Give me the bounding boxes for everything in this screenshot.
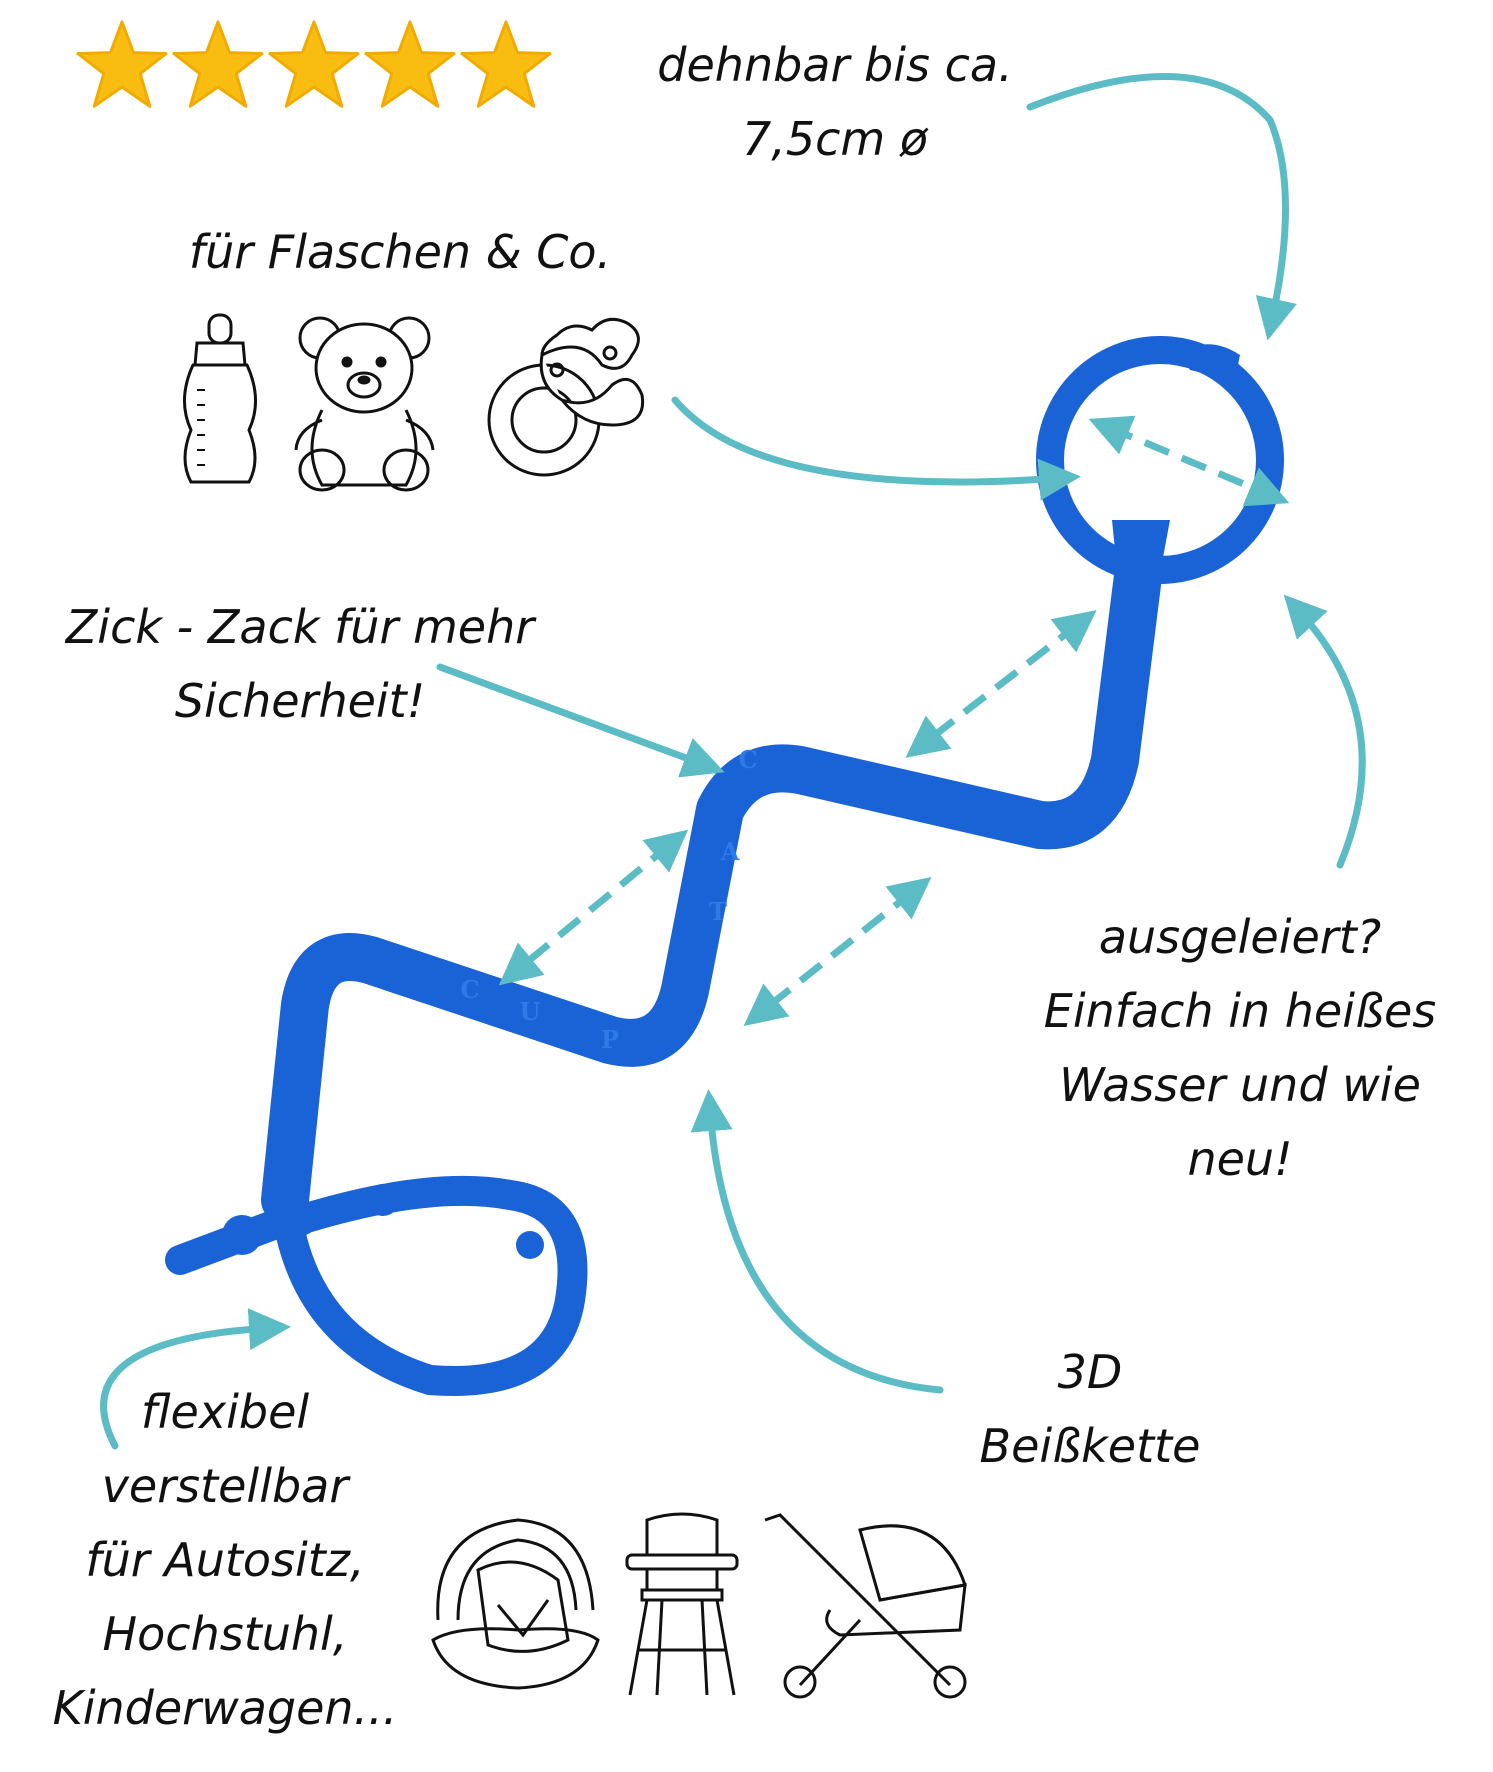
baby-car-seat-icon bbox=[431, 1518, 600, 1690]
label-line: Sicherheit! bbox=[174, 674, 426, 728]
teddy-bear-icon bbox=[294, 316, 435, 492]
label-line: Kinderwagen... bbox=[52, 1681, 398, 1735]
high-chair-icon bbox=[625, 1512, 739, 1696]
label-line: Beißkette bbox=[979, 1419, 1201, 1473]
baby-bottle-icon bbox=[182, 313, 258, 484]
star-icon bbox=[76, 20, 168, 108]
pacifier-icon bbox=[487, 317, 645, 477]
label-line: neu! bbox=[1187, 1132, 1293, 1186]
label-zigzag: Zick - Zack für mehr Sicherheit! bbox=[50, 590, 550, 738]
clip-strap: C A T C U P bbox=[165, 336, 1284, 1396]
label-line: Zick - Zack für mehr bbox=[65, 600, 535, 654]
label-line: Hochstuhl, bbox=[102, 1607, 348, 1661]
star-icon bbox=[268, 20, 360, 108]
label-heat: ausgeleiert? Einfach in heißes Wasser un… bbox=[1000, 900, 1480, 1196]
label-line: 7,5cm ø bbox=[741, 112, 929, 166]
embossed-letter: U bbox=[520, 997, 541, 1026]
embossed-letter: T bbox=[709, 897, 727, 926]
star-icon bbox=[460, 20, 552, 108]
star-icon bbox=[364, 20, 456, 108]
label-line: für Flaschen & Co. bbox=[188, 225, 612, 279]
star-icon bbox=[172, 20, 264, 108]
embossed-letter: A bbox=[720, 837, 740, 866]
callout-arrow-flexible bbox=[100, 1308, 291, 1450]
label-line: verstellbar bbox=[101, 1459, 349, 1513]
callout-arrow-bottles bbox=[671, 396, 1081, 501]
gap-arrow bbox=[743, 876, 932, 1027]
label-line: flexibel bbox=[140, 1385, 310, 1439]
label-flexible: flexibel verstellbar für Autositz, Hochs… bbox=[40, 1375, 410, 1745]
label-stretch: dehnbar bis ca. 7,5cm ø bbox=[585, 28, 1085, 176]
callout-arrow-zigzag bbox=[436, 663, 725, 778]
gap-arrow bbox=[905, 610, 1097, 758]
gap-arrow bbox=[498, 829, 689, 986]
label-line: Wasser und wie bbox=[1059, 1058, 1421, 1112]
diameter-arrow bbox=[1088, 415, 1290, 507]
embossed-letter: C bbox=[738, 745, 757, 774]
callout-arrow-heat bbox=[1283, 594, 1366, 869]
label-line: dehnbar bis ca. bbox=[657, 38, 1013, 92]
label-line: 3D bbox=[1057, 1345, 1123, 1399]
callout-arrow-stretch bbox=[1026, 72, 1297, 341]
label-teether: 3D Beißkette bbox=[930, 1335, 1250, 1483]
label-line: für Autositz, bbox=[85, 1533, 365, 1587]
stroller-icon bbox=[764, 1513, 967, 1699]
embossed-letter: C bbox=[460, 975, 479, 1004]
label-line: Einfach in heißes bbox=[1043, 984, 1437, 1038]
embossed-letter: P bbox=[601, 1025, 619, 1054]
label-line: ausgeleiert? bbox=[1098, 910, 1382, 964]
label-bottles: für Flaschen & Co. bbox=[155, 215, 645, 289]
callout-arrow-teether bbox=[690, 1089, 944, 1394]
